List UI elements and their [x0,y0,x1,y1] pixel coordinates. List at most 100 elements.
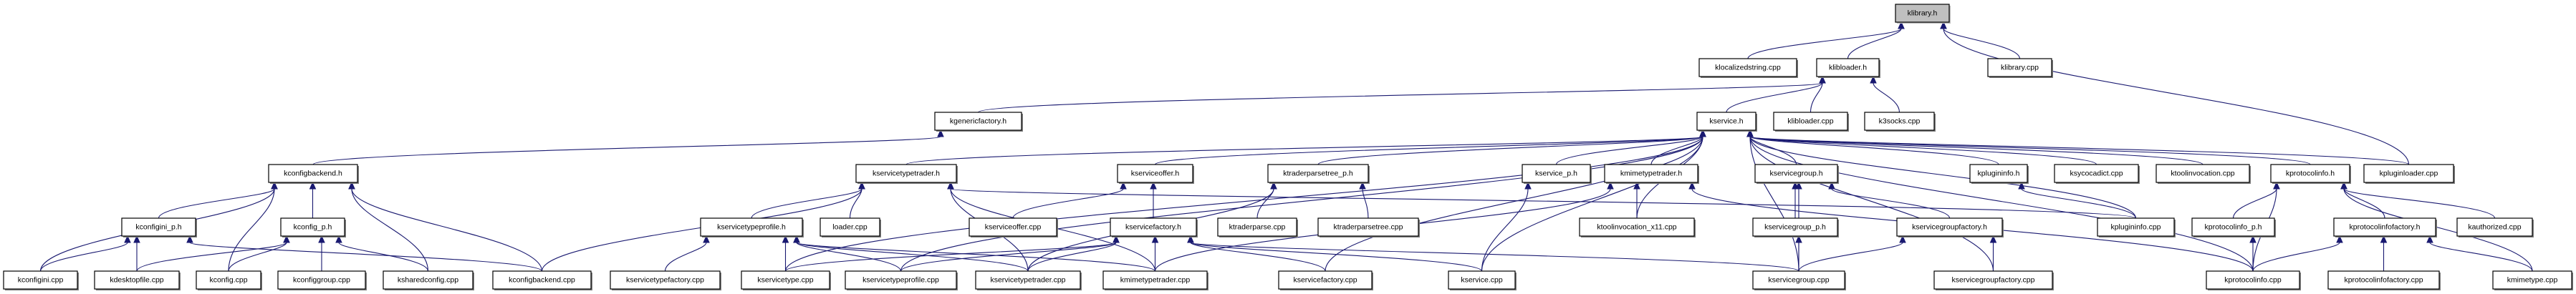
node-kprotocolinfo-p-h[interactable]: kprotocolinfo_p.h [2191,217,2276,237]
node-klibloader-h[interactable]: klibloader.h [1816,58,1880,78]
node-kservicetypeprofile-h[interactable]: kservicetypeprofile.h [700,217,804,237]
node-box [820,217,880,237]
node-kservicetypetrader-cpp[interactable]: kservicetypetrader.cpp [975,270,1082,290]
node-kconfigbackend-h[interactable]: kconfigbackend.h [268,164,359,184]
node-kpluginloader-cpp[interactable]: kpluginloader.cpp [2363,164,2455,184]
node-kconfig-cpp[interactable]: kconfig.cpp [196,270,262,290]
node-kserviceoffer-h[interactable]: kserviceoffer.h [1117,164,1194,184]
node-klibrary-cpp[interactable]: klibrary.cpp [1987,58,2053,78]
edge-line [1726,82,1823,113]
node-box [1102,270,1208,290]
node-label: kservicefactory.h [1125,223,1181,232]
node-kservicegroup-h[interactable]: kservicegroup.h [1754,164,1839,184]
edge-line [189,242,543,272]
edge-line [1810,82,1823,113]
node-kprotocolinfofactory-cpp[interactable]: kprotocolinfofactory.cpp [2327,270,2441,290]
node-kconfigini-cpp[interactable]: kconfigini.cpp [3,270,79,290]
node-box [2492,270,2572,290]
node-kservicetypeprofile-cpp[interactable]: kservicetypeprofile.cpp [845,270,958,290]
node-label: kprotocolinfo_p.h [2205,223,2262,232]
node-kmimetype-cpp[interactable]: kmimetype.cpp [2492,270,2573,290]
edge-line [338,242,429,272]
node-ktraderparse-cpp[interactable]: ktraderparse.cpp [1217,217,1298,237]
arrowhead-icon [2249,235,2257,243]
node-box [2191,217,2275,237]
node-k3socks-cpp[interactable]: k3socks.cpp [1864,112,1936,132]
node-kservicefactory-h[interactable]: kservicefactory.h [1110,217,1198,237]
arrowhead-icon [1688,181,1696,190]
edge-kservicefactory_h-to-kserviceoffer_h [1150,181,1157,218]
arrowhead-icon [2426,235,2433,243]
edge-kprotocolinfofactory_cpp-to-kprotocolinfofactory_h [2380,235,2388,271]
node-kservicetypetrader-h[interactable]: kservicetypetrader.h [855,164,958,184]
node-kdesktopfile-cpp[interactable]: kdesktopfile.cpp [94,270,181,290]
node-kservice-cpp[interactable]: kservice.cpp [1448,270,1517,290]
edge-kservicetypeprofile_cpp-to-kservicetypeprofile_h [793,235,902,272]
node-ksharedconfig-cpp[interactable]: ksharedconfig.cpp [383,270,474,290]
node-label: kmimetypetrader.cpp [1120,276,1191,285]
node-kprotocolinfo-h[interactable]: kprotocolinfo.h [2270,164,2351,184]
edge-line [1190,242,1799,272]
edge-line [2429,242,2533,272]
node-kconfig-p-h[interactable]: kconfig_p.h [280,217,346,237]
edge-kservicetypefactory_cpp-to-kservicetypeprofile_h [664,235,710,272]
edge-line [1749,136,1799,272]
node-kservicegroup-cpp[interactable]: kservicegroup.cpp [1752,270,1846,290]
node-ksycocadict-cpp[interactable]: ksycocadict.cpp [2054,164,2140,184]
edge-kconfig_cpp-to-kconfig_p_h [228,235,290,272]
edge-line [1555,136,1703,165]
node-box [280,217,345,237]
node-kserviceoffer-cpp[interactable]: kserviceoffer.cpp [969,217,1058,237]
node-kservicetypefactory-cpp[interactable]: kservicetypefactory.cpp [610,270,721,290]
node-kmimetypetrader-cpp[interactable]: kmimetypetrader.cpp [1102,270,1208,290]
edge-line [1749,136,2254,272]
edge-kservice_h-to-klibloader_h [1726,75,1826,113]
node-kservicegroupfactory-cpp[interactable]: kservicegroupfactory.cpp [1933,270,2054,290]
node-kservicegroup-p-h[interactable]: kservicegroup_p.h [1752,217,1839,237]
node-ktoolinvocation-x11-cpp[interactable]: ktoolinvocation_x11.cpp [1579,217,1696,237]
node-box [94,270,180,290]
node-label: kservicetypetrader.cpp [990,276,1065,285]
arrowhead-icon [1989,235,1997,243]
arrowhead-icon [186,235,193,243]
node-ktraderparsetree-p-h[interactable]: ktraderparsetree_p.h [1267,164,1370,184]
node-kplugininfo-cpp[interactable]: kplugininfo.cpp [2097,217,2176,237]
node-kplugininfo-h[interactable]: kplugininfo.h [1969,164,2029,184]
edge-ktoolinvocation_x11_cpp-to-kmimetypetrader_h [1633,181,1640,218]
edge-line [784,242,1117,272]
node-kservicegroupfactory-h[interactable]: kservicegroupfactory.h [1896,217,2004,237]
node-box [1933,270,2053,290]
edge-kprotocolinfo_cpp-to-kservice_h [1746,129,2254,272]
node-kauthorized-cpp[interactable]: kauthorized.cpp [2456,217,2534,237]
node-box [1579,217,1695,237]
node-loader-cpp[interactable]: loader.cpp [820,217,881,237]
node-kprotocolinfo-cpp[interactable]: kprotocolinfo.cpp [2206,270,2301,290]
node-kconfiggroup-cpp[interactable]: kconfiggroup.cpp [277,270,367,290]
arrowhead-icon [271,181,278,190]
node-klibloader-cpp[interactable]: klibloader.cpp [1773,112,1849,132]
edge-ktraderparsetree_cpp-to-ktraderparsetree_p_h [1359,181,1369,219]
edge-line [1749,136,2097,165]
node-kservice-h[interactable]: kservice.h [1696,112,1757,132]
edge-line [1362,188,1369,219]
edge-kgenericfactory_h-to-klibloader_h [977,75,1826,113]
node-kservice-p-h[interactable]: kservice_p.h [1522,164,1592,184]
node-kconfigbackend-cpp[interactable]: kconfigbackend.cpp [492,270,592,290]
edge-kmimetype_cpp-to-kprotocolinfo_h [2340,181,2533,272]
node-kservicetype-cpp[interactable]: kservicetype.cpp [741,270,831,290]
node-label: kservicegroupfactory.cpp [1952,276,2035,285]
node-kservicefactory-cpp[interactable]: kservicefactory.cpp [1278,270,1373,290]
node-kgenericfactory-h[interactable]: kgenericfactory.h [934,112,1023,132]
node-box [1896,217,2003,237]
edge-line [1012,188,1124,219]
edge-kplugininfo_cpp-to-kplugininfo_h [2018,181,2137,219]
node-klocalizedstring-cpp[interactable]: klocalizedstring.cpp [1698,58,1798,78]
node-ktraderparsetree-cpp[interactable]: ktraderparsetree.cpp [1317,217,1420,237]
edge-line [1798,242,1903,272]
edge-line [1747,28,1902,59]
node-kprotocolinfofactory-h[interactable]: kprotocolinfofactory.h [2333,217,2437,237]
node-kconfigini-p-h[interactable]: kconfigini_p.h [121,217,197,237]
edge-kservicegroup_h-to-kservice_h [1746,129,1797,165]
node-kmimetypetrader-h[interactable]: kmimetypetrader.h [1604,164,1699,184]
node-ktoolinvocation-cpp[interactable]: ktoolinvocation.cpp [2156,164,2251,184]
